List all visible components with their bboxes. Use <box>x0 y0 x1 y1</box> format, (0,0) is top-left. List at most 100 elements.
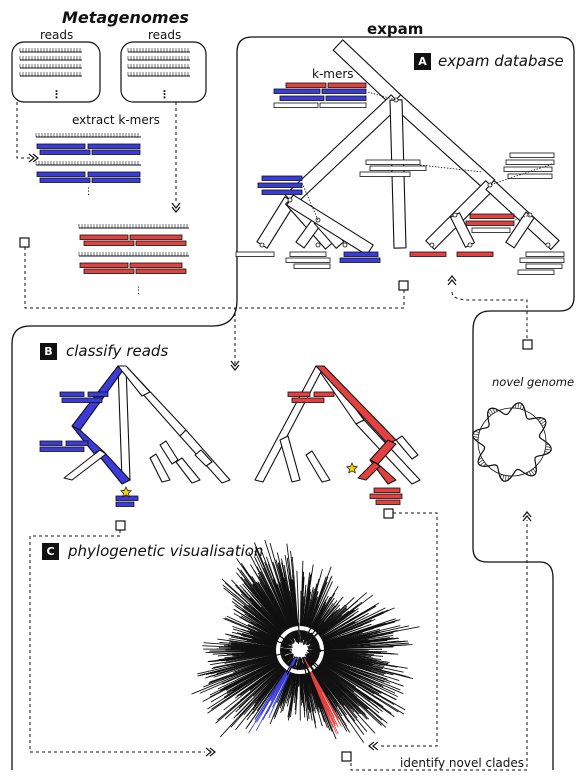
tree-leaf <box>252 639 290 649</box>
tree-leaf <box>217 656 287 690</box>
tree-inner-branch <box>272 631 287 641</box>
tree-leaf <box>286 672 295 704</box>
tree-leaf <box>311 664 365 735</box>
genome-hatch <box>478 459 484 464</box>
genome-hatch <box>472 436 479 438</box>
tree-leaf <box>241 628 278 643</box>
tree-leaf <box>210 656 276 677</box>
kmer-bar <box>409 251 447 257</box>
tree-leaf <box>306 657 376 734</box>
kmer-bar <box>291 397 325 403</box>
genome-hatch <box>537 417 542 421</box>
tree-leaf <box>306 664 338 726</box>
kmer-bar <box>525 263 563 269</box>
tree-node <box>315 242 321 248</box>
kmer-bar <box>507 173 553 179</box>
genome-hatch <box>545 448 552 451</box>
metagenomes-title: Metagenomes <box>62 8 189 27</box>
tree-leaf <box>241 632 290 648</box>
tree-leaf <box>323 645 395 650</box>
tree-leaf <box>252 660 293 714</box>
expam-panel-outline <box>252 36 575 770</box>
tree-leaf <box>301 661 310 710</box>
tree-leaf <box>233 651 279 657</box>
tree-leaf <box>305 667 325 722</box>
novel-genome-graphic <box>472 402 552 482</box>
kmer-bar <box>135 240 187 246</box>
kmer-bar <box>261 175 303 181</box>
tree-node <box>545 242 551 248</box>
tree-leaf <box>261 637 293 648</box>
kmer-bar <box>61 397 103 403</box>
tree-leaf <box>253 665 288 707</box>
tree-leaf <box>224 663 286 720</box>
kmer-bar <box>321 88 367 94</box>
tree-inner-branch <box>306 652 316 657</box>
tree-leaf <box>256 566 292 633</box>
tree-leaf <box>217 638 278 648</box>
tree-leaf <box>250 564 294 638</box>
tree-leaf <box>231 579 290 640</box>
classify-tree-blue <box>39 365 231 507</box>
tree-leaf <box>232 644 284 650</box>
kmer-bar <box>365 159 421 165</box>
tree-inner-branch <box>306 629 316 642</box>
tree-leaf <box>305 663 337 734</box>
kmer-bar <box>285 82 327 88</box>
tree-inner-branch <box>293 662 297 669</box>
tree-leaf <box>209 653 293 698</box>
tree-leaf <box>323 654 373 667</box>
genome-hatch <box>539 418 545 423</box>
tree-branch <box>286 194 374 256</box>
genome-hatch <box>544 451 550 453</box>
tree-leaf <box>213 654 285 678</box>
kmer-bar <box>79 262 129 268</box>
tree-leaf <box>273 564 295 632</box>
section-c-title: phylogenetic visualisation <box>68 542 264 560</box>
classify-tree-red <box>254 365 421 505</box>
tree-leaf <box>277 563 296 630</box>
genome-hatch <box>492 407 496 413</box>
tree-leaf <box>233 613 281 640</box>
tree-leaf <box>321 637 390 648</box>
tree-leaf <box>202 645 283 650</box>
tree-leaf <box>210 660 282 703</box>
tree-leaf <box>222 655 288 685</box>
section-a-title: expam database <box>438 52 564 70</box>
kmer-bar <box>59 391 85 397</box>
kmer-bar <box>285 257 331 263</box>
genome-hatch <box>487 414 490 417</box>
tree-leaf <box>308 638 368 650</box>
tree-leaf <box>252 661 289 697</box>
section-b-badge: B <box>40 343 57 360</box>
tree-leaf <box>314 610 339 635</box>
genome-hatch <box>526 472 529 476</box>
kmers-label: k-mers <box>312 67 354 81</box>
pointer <box>514 214 531 221</box>
tree-leaf <box>256 632 279 642</box>
tree-leaf <box>310 663 368 732</box>
kmer-bar <box>83 240 135 246</box>
genome-hatch <box>519 403 522 410</box>
tree-leaf <box>222 584 291 643</box>
tree-leaf <box>305 671 317 710</box>
tree-node <box>259 242 265 248</box>
tree-leaf <box>223 587 288 640</box>
genome-hatch <box>530 470 535 476</box>
kmer-bar <box>87 143 141 149</box>
tree-node <box>287 197 293 203</box>
kmer-bar <box>339 257 381 263</box>
tree-inner-branch <box>285 666 291 673</box>
extract-kmers-label: extract k-mers <box>72 113 160 127</box>
kmer-bar <box>115 501 135 507</box>
tree-branch <box>194 449 213 467</box>
tree-leaf <box>316 656 371 679</box>
kmer-bar <box>509 152 555 158</box>
tree-inner-branch <box>306 660 314 672</box>
ellipsis: ⋮ <box>52 90 61 100</box>
expam-panel-left <box>11 36 253 770</box>
kmer-bar <box>525 251 565 257</box>
tree-leaf <box>315 659 399 713</box>
tree-leaf <box>228 642 281 649</box>
kmer-bar <box>83 268 135 274</box>
